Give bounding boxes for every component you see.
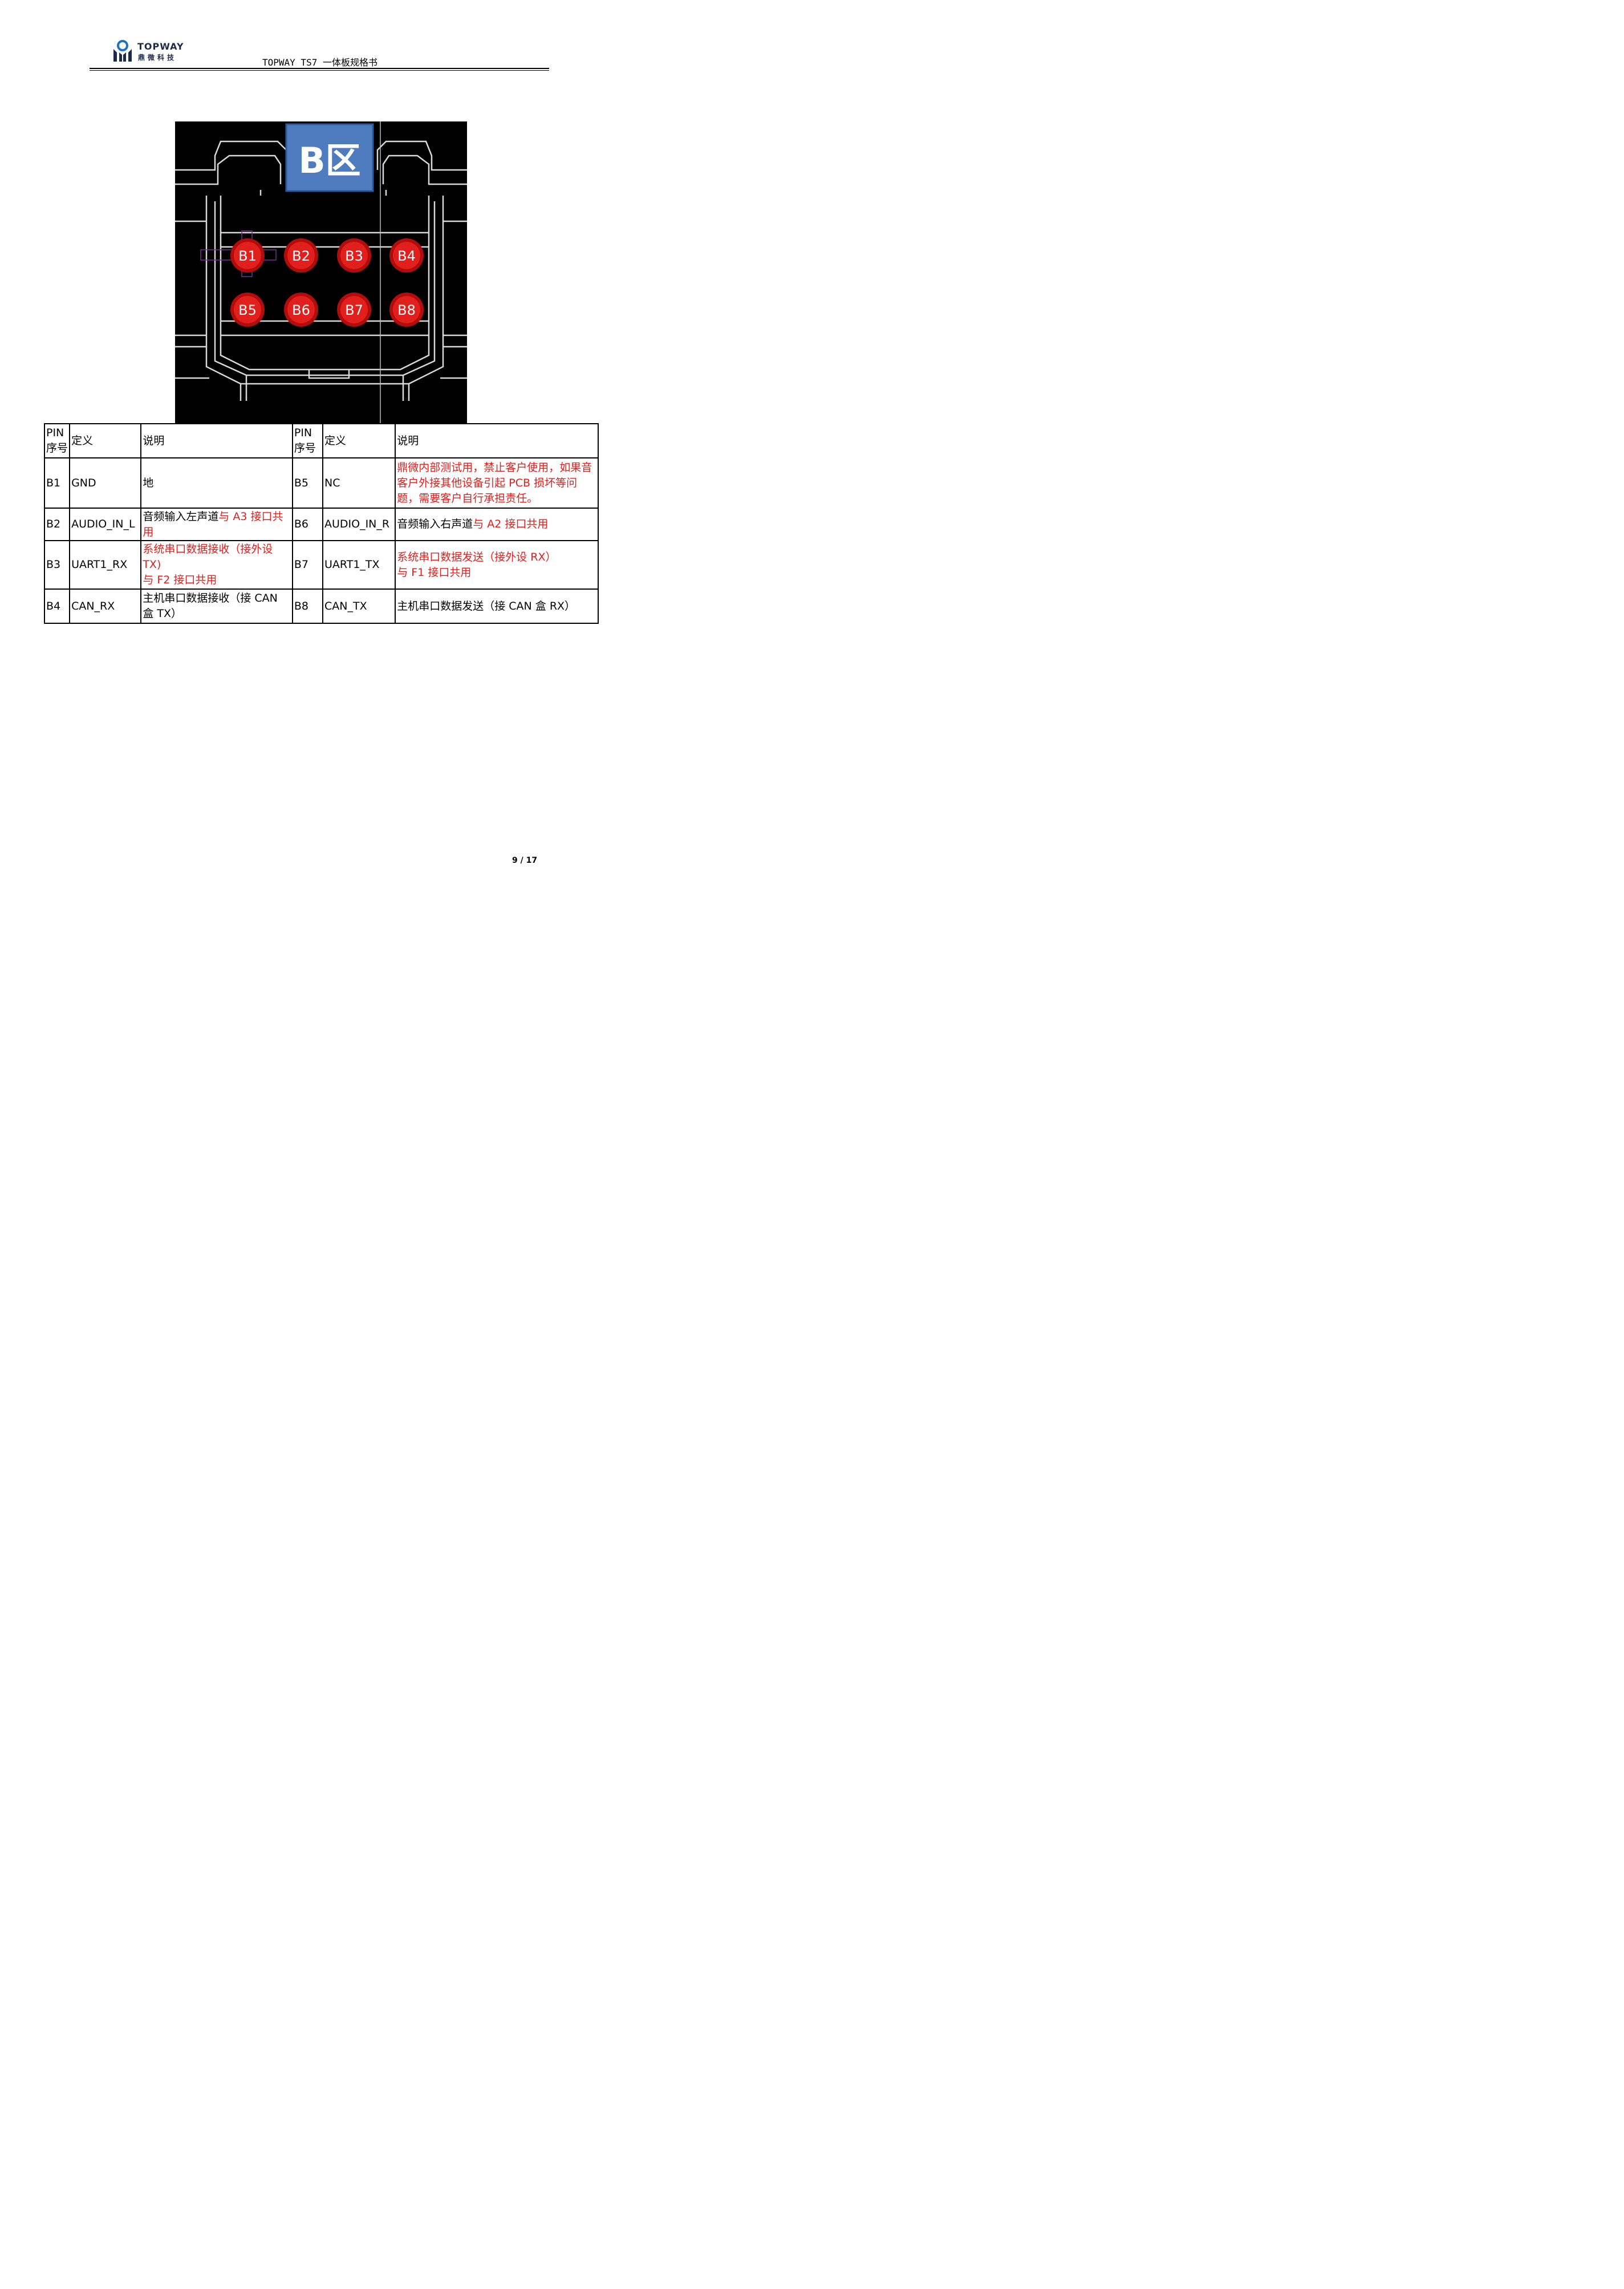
- description-cell: 主机串口数据接收（接 CAN 盒 TX）: [140, 589, 293, 624]
- description-cell: 主机串口数据发送（接 CAN 盒 RX）: [395, 589, 599, 624]
- description-text: 主机串口数据发送（接 CAN 盒 RX）: [397, 599, 576, 612]
- pin-b7: B7: [337, 293, 371, 327]
- pin-b2: B2: [284, 238, 318, 273]
- description-text: 地: [143, 476, 154, 489]
- pin-b1: B1: [230, 238, 265, 273]
- pin-cell: B1: [43, 457, 71, 509]
- pin-b3: B3: [337, 238, 371, 273]
- topway-logo: TOPWAY 鼎微科技: [111, 39, 185, 64]
- description-note: 系统串口数据发送（接外设 RX） 与 F1 接口共用: [397, 550, 557, 579]
- header-rule-thin: [90, 70, 549, 71]
- table-row: B1 GND 地 B5 NC 鼎微内部测试用，禁止客户使用，如果音客户外接其他设…: [43, 457, 599, 509]
- pin-pad-inner: [340, 242, 368, 269]
- definition-cell: NC: [322, 457, 396, 509]
- pin-definition-table: PIN 序号 定义 说明 PIN 序号 定义 说明 B1 GND 地 B5 NC…: [43, 423, 599, 624]
- pin-cell: B8: [291, 589, 323, 624]
- pin-label: B8: [397, 302, 416, 318]
- page-number: 9 / 17: [512, 856, 538, 865]
- description-note: 与 A3 接口共用: [143, 510, 283, 538]
- pin-cell: B6: [291, 508, 323, 541]
- description-cell: 鼎微内部测试用，禁止客户使用，如果音客户外接其他设备引起 PCB 损坏等问题，需…: [395, 457, 599, 509]
- topway-logo-icon: [113, 40, 132, 62]
- pin-pad-inner: [287, 296, 315, 323]
- description-note: 与 A2 接口共用: [473, 518, 549, 530]
- pin-cell: B3: [43, 540, 71, 590]
- description-text: 主机串口数据接收（接 CAN 盒 TX）: [143, 592, 278, 620]
- pin-label: B7: [345, 302, 363, 318]
- description-cell: 系统串口数据发送（接外设 RX） 与 F1 接口共用: [395, 540, 599, 590]
- pin-b4: B4: [389, 238, 424, 273]
- pin-b8: B8: [389, 293, 424, 327]
- definition-cell: AUDIO_IN_L: [69, 508, 142, 541]
- description-note: 系统串口数据接收（接外设 TX) 与 F2 接口共用: [143, 543, 273, 586]
- header-description-right: 说明: [395, 423, 599, 458]
- description-text: 音频输入右声道: [397, 518, 473, 530]
- pin-b6: B6: [284, 293, 318, 327]
- pin-pad-inner: [234, 242, 261, 269]
- pin-cell: B4: [43, 589, 71, 624]
- pin-pad-inner: [287, 242, 315, 269]
- pin-label: B6: [292, 302, 310, 318]
- description-text: 音频输入左声道: [143, 510, 219, 523]
- definition-cell: UART1_RX: [69, 540, 142, 590]
- zone-label: B区: [298, 140, 360, 181]
- header-description-left: 说明: [140, 423, 293, 458]
- pin-label: B2: [292, 248, 310, 264]
- pin-label: B1: [238, 248, 257, 264]
- definition-cell: CAN_RX: [69, 589, 142, 624]
- header-rule-thick: [90, 68, 549, 69]
- pin-cell: B7: [291, 540, 323, 590]
- definition-cell: GND: [69, 457, 142, 509]
- pin-pad-inner: [340, 296, 368, 323]
- definition-cell: AUDIO_IN_R: [322, 508, 396, 541]
- table-row: B2 AUDIO_IN_L 音频输入左声道与 A3 接口共用 B6 AUDIO_…: [43, 508, 599, 541]
- description-cell: 系统串口数据接收（接外设 TX) 与 F2 接口共用: [140, 540, 293, 590]
- pin-label: B4: [397, 248, 416, 264]
- header-pin-left: PIN 序号: [43, 423, 71, 458]
- header-pin-right: PIN 序号: [291, 423, 323, 458]
- pin-pad-inner: [393, 296, 420, 323]
- table-row: B4 CAN_RX 主机串口数据接收（接 CAN 盒 TX） B8 CAN_TX…: [43, 589, 599, 624]
- description-cell: 音频输入右声道与 A2 接口共用: [395, 508, 599, 541]
- description-cell: 地: [140, 457, 293, 509]
- pin-pad-inner: [234, 296, 261, 323]
- description-note: 鼎微内部测试用，禁止客户使用，如果音客户外接其他设备引起 PCB 损坏等问题，需…: [397, 461, 592, 505]
- header-definition-right: 定义: [322, 423, 396, 458]
- pin-cell: B2: [43, 508, 71, 541]
- pin-label: B3: [345, 248, 363, 264]
- table-header-row: PIN 序号 定义 说明 PIN 序号 定义 说明: [43, 423, 599, 458]
- header-definition-left: 定义: [69, 423, 142, 458]
- pin-label: B5: [238, 302, 257, 318]
- definition-cell: CAN_TX: [322, 589, 396, 624]
- definition-cell: UART1_TX: [322, 540, 396, 590]
- logo-text-en: TOPWAY: [137, 41, 184, 52]
- description-cell: 音频输入左声道与 A3 接口共用: [140, 508, 293, 541]
- pin-pad-inner: [393, 242, 420, 269]
- pin-b5: B5: [230, 293, 265, 327]
- logo-text-cn: 鼎微科技: [138, 54, 177, 62]
- document-title: TOPWAY TS7 一体板规格书: [262, 57, 377, 68]
- pin-cell: B5: [291, 457, 323, 509]
- table-row: B3 UART1_RX 系统串口数据接收（接外设 TX) 与 F2 接口共用 B…: [43, 540, 599, 590]
